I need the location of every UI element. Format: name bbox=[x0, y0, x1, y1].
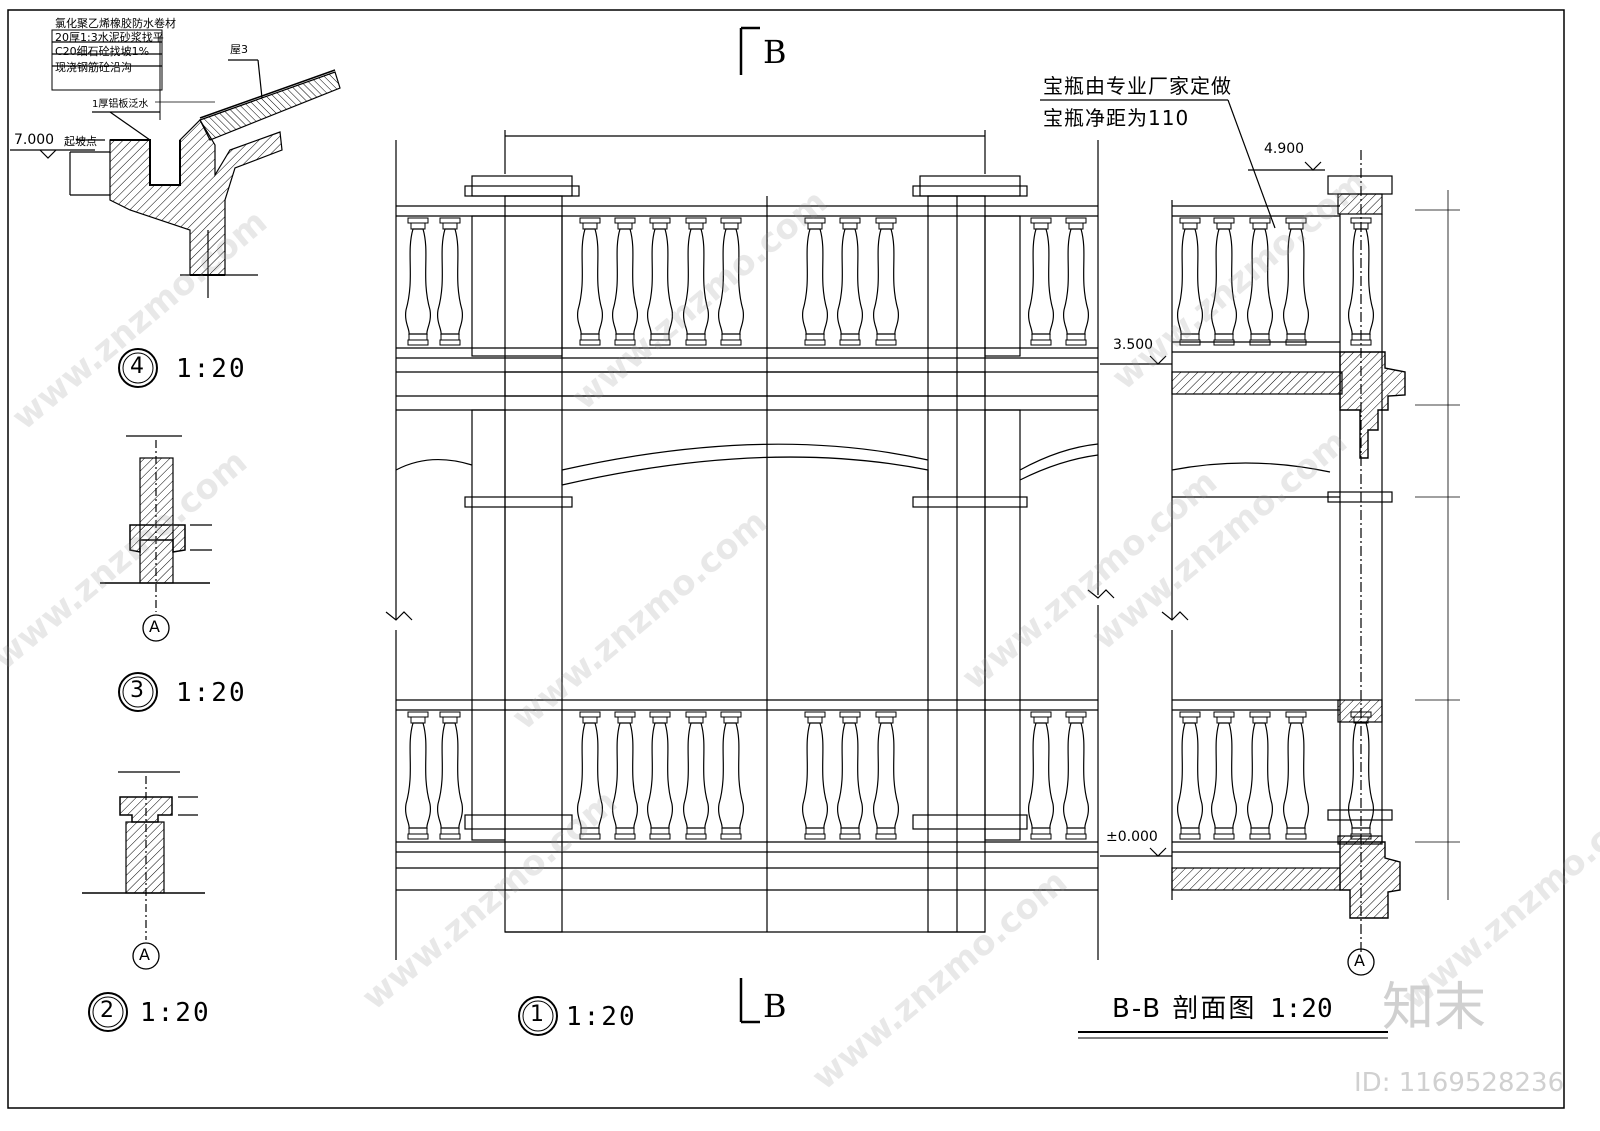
baluster bbox=[1176, 711, 1204, 840]
section-bb-balusters bbox=[1176, 217, 1375, 840]
detail-3 bbox=[100, 435, 212, 612]
detail2-axis: A bbox=[139, 945, 150, 964]
baluster bbox=[836, 217, 864, 346]
section-elev-3500: 3.500 bbox=[1113, 337, 1154, 353]
detail3-scale: 1:20 bbox=[176, 678, 247, 708]
section-elev-4900: 4.900 bbox=[1264, 141, 1305, 157]
detail4-roof-label: 屋3 bbox=[230, 43, 248, 56]
section-title: B-B 剖面图 bbox=[1112, 994, 1257, 1024]
detail3-index: 3 bbox=[130, 678, 144, 703]
baluster bbox=[576, 217, 604, 346]
watermark-logo: 知末 bbox=[1382, 978, 1487, 1038]
detail-1-elevation bbox=[385, 26, 1115, 1024]
baluster bbox=[646, 711, 674, 840]
section-cut-top-label: B bbox=[763, 33, 787, 71]
detail2-index: 2 bbox=[100, 998, 114, 1023]
baluster bbox=[611, 217, 639, 346]
detail4-note-2: 20厚1:3水泥砂浆找平 bbox=[55, 31, 164, 44]
baluster bbox=[1282, 711, 1310, 840]
baluster bbox=[836, 711, 864, 840]
detail1-scale: 1:20 bbox=[566, 1002, 637, 1032]
baluster bbox=[404, 217, 432, 346]
baluster bbox=[404, 711, 432, 840]
detail-1-index-circle bbox=[518, 996, 558, 1036]
detail4-note-3: C20细石砼找坡1% bbox=[55, 45, 150, 58]
baluster bbox=[717, 217, 745, 346]
detail1-index: 1 bbox=[530, 1002, 544, 1027]
baluster bbox=[576, 711, 604, 840]
detail4-elevation: 7.000 bbox=[14, 132, 55, 148]
section-note-1: 宝瓶由专业厂家定做 bbox=[1043, 74, 1232, 98]
baluster bbox=[682, 217, 710, 346]
detail-2-axis-circle bbox=[132, 942, 160, 970]
baluster bbox=[1282, 217, 1310, 346]
detail-4-index-circle bbox=[118, 348, 158, 388]
baluster bbox=[801, 217, 829, 346]
detail3-axis: A bbox=[149, 617, 160, 636]
detail4-scale: 1:20 bbox=[176, 354, 247, 384]
baluster bbox=[682, 711, 710, 840]
detail4-note-1: 氯化聚乙烯橡胶防水卷材 bbox=[55, 17, 176, 30]
section-scale: 1:20 bbox=[1270, 994, 1333, 1024]
detail4-slope-start: 起坡点 bbox=[64, 135, 97, 148]
baluster bbox=[872, 711, 900, 840]
section-bb bbox=[1040, 99, 1460, 1039]
detail-4 bbox=[10, 29, 341, 298]
detail-2 bbox=[82, 771, 205, 940]
baluster bbox=[1062, 217, 1090, 346]
detail-3-index-circle bbox=[118, 672, 158, 712]
section-cut-bottom-label: B bbox=[763, 987, 787, 1025]
detail4-index: 4 bbox=[130, 354, 144, 379]
sheet-border bbox=[7, 9, 1565, 1109]
detail-3-axis-circle bbox=[142, 614, 170, 642]
detail2-scale: 1:20 bbox=[140, 998, 211, 1028]
baluster bbox=[1246, 217, 1274, 346]
baluster bbox=[611, 711, 639, 840]
baluster bbox=[1027, 711, 1055, 840]
section-elev-0000: ±0.000 bbox=[1106, 829, 1158, 845]
section-bb-axis-circle bbox=[1347, 948, 1375, 976]
baluster bbox=[801, 711, 829, 840]
baluster bbox=[717, 711, 745, 840]
baluster bbox=[646, 217, 674, 346]
section-note-2: 宝瓶净距为110 bbox=[1043, 106, 1190, 130]
baluster bbox=[1210, 711, 1238, 840]
baluster bbox=[1176, 217, 1204, 346]
baluster bbox=[1062, 711, 1090, 840]
detail4-flashing-label: 1厚铝板泛水 bbox=[92, 99, 149, 110]
detail4-note-4: 现浇钢筋砼沿沟 bbox=[55, 61, 132, 74]
baluster bbox=[872, 217, 900, 346]
detail-1-balusters bbox=[404, 217, 1090, 840]
baluster bbox=[1246, 711, 1274, 840]
baluster bbox=[436, 711, 464, 840]
watermark-id: ID: 1169528236 bbox=[1354, 1068, 1565, 1098]
baluster bbox=[1027, 217, 1055, 346]
baluster bbox=[1210, 217, 1238, 346]
detail-2-index-circle bbox=[88, 992, 128, 1032]
baluster bbox=[436, 217, 464, 346]
section-axis: A bbox=[1354, 951, 1365, 970]
